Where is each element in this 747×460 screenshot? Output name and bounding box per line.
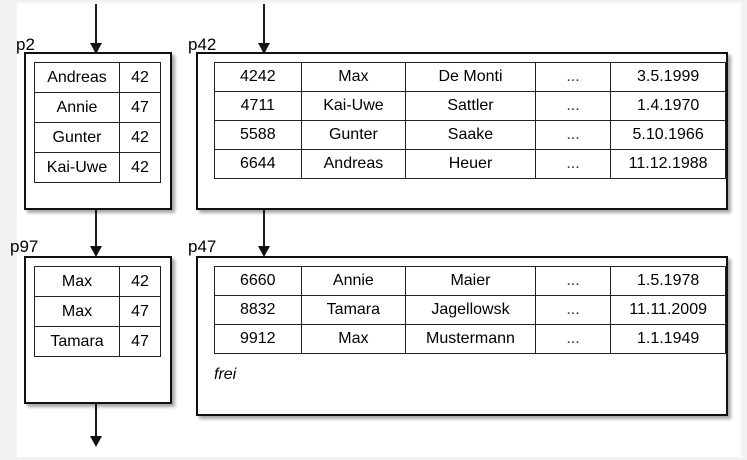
cell-lastname: Mustermann <box>405 324 536 354</box>
cell-more: ... <box>534 295 612 325</box>
cell-more: ... <box>534 120 612 150</box>
table-row: 6644 Andreas Heuer ... 11.12.1988 <box>214 149 726 179</box>
table-row: 8832 Tamara Jagellowsk ... 11.11.2009 <box>214 295 726 325</box>
table-row: Gunter 42 <box>34 122 161 153</box>
arrow-p2-to-p97 <box>90 210 102 258</box>
cell-bucket: 42 <box>119 266 161 297</box>
cell-bucket: 42 <box>119 122 161 153</box>
record-table-p97: Max 42 Max 47 Tamara 47 <box>34 266 161 357</box>
cell-firstname: Gunter <box>300 120 407 150</box>
cell-lastname: Heuer <box>405 149 536 179</box>
cell-more: ... <box>534 324 612 354</box>
cell-firstname: Kai-Uwe <box>300 91 407 121</box>
arrow-into-p2 <box>90 4 102 54</box>
table-row: 5588 Gunter Saake ... 5.10.1966 <box>214 120 726 150</box>
cell-bucket: 42 <box>119 62 161 93</box>
table-row: Kai-Uwe 42 <box>34 152 161 183</box>
cell-more: ... <box>534 62 612 92</box>
cell-bucket: 47 <box>119 92 161 123</box>
cell-date: 11.11.2009 <box>610 295 726 325</box>
cell-name: Annie <box>34 92 120 123</box>
table-row: Max 47 <box>34 296 161 327</box>
cell-name: Tamara <box>34 326 120 357</box>
cell-id: 8832 <box>214 295 302 325</box>
cell-date: 11.12.1988 <box>610 149 726 179</box>
cell-id: 5588 <box>214 120 302 150</box>
cell-bucket: 42 <box>119 152 161 183</box>
cell-firstname: Annie <box>300 266 407 296</box>
page-box-p97: Max 42 Max 47 Tamara 47 <box>24 256 172 404</box>
cell-date: 3.5.1999 <box>610 62 726 92</box>
table-row: Max 42 <box>34 266 161 297</box>
table-row: Tamara 47 <box>34 326 161 357</box>
cell-date: 1.1.1949 <box>610 324 726 354</box>
cell-date: 1.5.1978 <box>610 266 726 296</box>
cell-name: Max <box>34 296 120 327</box>
cell-bucket: 47 <box>119 296 161 327</box>
record-table-p2: Andreas 42 Annie 47 Gunter 42 Kai-Uwe 42 <box>34 62 161 183</box>
cell-lastname: Maier <box>405 266 536 296</box>
table-row: 4711 Kai-Uwe Sattler ... 1.4.1970 <box>214 91 726 121</box>
arrow-into-p42 <box>258 4 270 54</box>
arrow-out-of-p97 <box>90 404 102 450</box>
page-label-p47: p47 <box>188 237 217 256</box>
cell-lastname: Sattler <box>405 91 536 121</box>
cell-firstname: Max <box>300 324 407 354</box>
table-row: Andreas 42 <box>34 62 161 93</box>
cell-firstname: Andreas <box>300 149 407 179</box>
cell-more: ... <box>534 149 612 179</box>
cell-id: 9912 <box>214 324 302 354</box>
cell-name: Andreas <box>34 62 120 93</box>
cell-more: ... <box>534 91 612 121</box>
cell-bucket: 47 <box>119 326 161 357</box>
page-box-p2: Andreas 42 Annie 47 Gunter 42 Kai-Uwe 42 <box>24 52 172 210</box>
page-label-p42: p42 <box>188 35 217 54</box>
table-row: Annie 47 <box>34 92 161 123</box>
record-table-p47: 6660 Annie Maier ... 1.5.1978 8832 Tamar… <box>214 266 726 354</box>
page-label-p97: p97 <box>10 237 39 256</box>
table-row: 6660 Annie Maier ... 1.5.1978 <box>214 266 726 296</box>
page-box-p42: 4242 Max De Monti ... 3.5.1999 4711 Kai-… <box>196 52 728 210</box>
page-margin-right <box>741 0 747 460</box>
page-label-p2: p2 <box>16 35 35 54</box>
table-row: 4242 Max De Monti ... 3.5.1999 <box>214 62 726 92</box>
cell-id: 6644 <box>214 149 302 179</box>
page-margin-bottom <box>0 457 747 460</box>
cell-lastname: De Monti <box>405 62 536 92</box>
cell-firstname: Max <box>300 62 407 92</box>
cell-id: 6660 <box>214 266 302 296</box>
cell-date: 1.4.1970 <box>610 91 726 121</box>
table-row: 9912 Max Mustermann ... 1.1.1949 <box>214 324 726 354</box>
cell-firstname: Tamara <box>300 295 407 325</box>
page-box-p47: 6660 Annie Maier ... 1.5.1978 8832 Tamar… <box>196 256 728 416</box>
cell-name: Gunter <box>34 122 120 153</box>
arrow-p42-to-p47 <box>258 210 270 258</box>
cell-name: Kai-Uwe <box>34 152 120 183</box>
free-space-label: frei <box>214 366 237 383</box>
cell-lastname: Jagellowsk <box>405 295 536 325</box>
record-table-p42: 4242 Max De Monti ... 3.5.1999 4711 Kai-… <box>214 62 726 179</box>
cell-id: 4711 <box>214 91 302 121</box>
cell-lastname: Saake <box>405 120 536 150</box>
cell-date: 5.10.1966 <box>610 120 726 150</box>
page-margin-top <box>0 0 747 3</box>
cell-more: ... <box>534 266 612 296</box>
cell-name: Max <box>34 266 120 297</box>
cell-id: 4242 <box>214 62 302 92</box>
page-margin-left <box>0 0 17 460</box>
